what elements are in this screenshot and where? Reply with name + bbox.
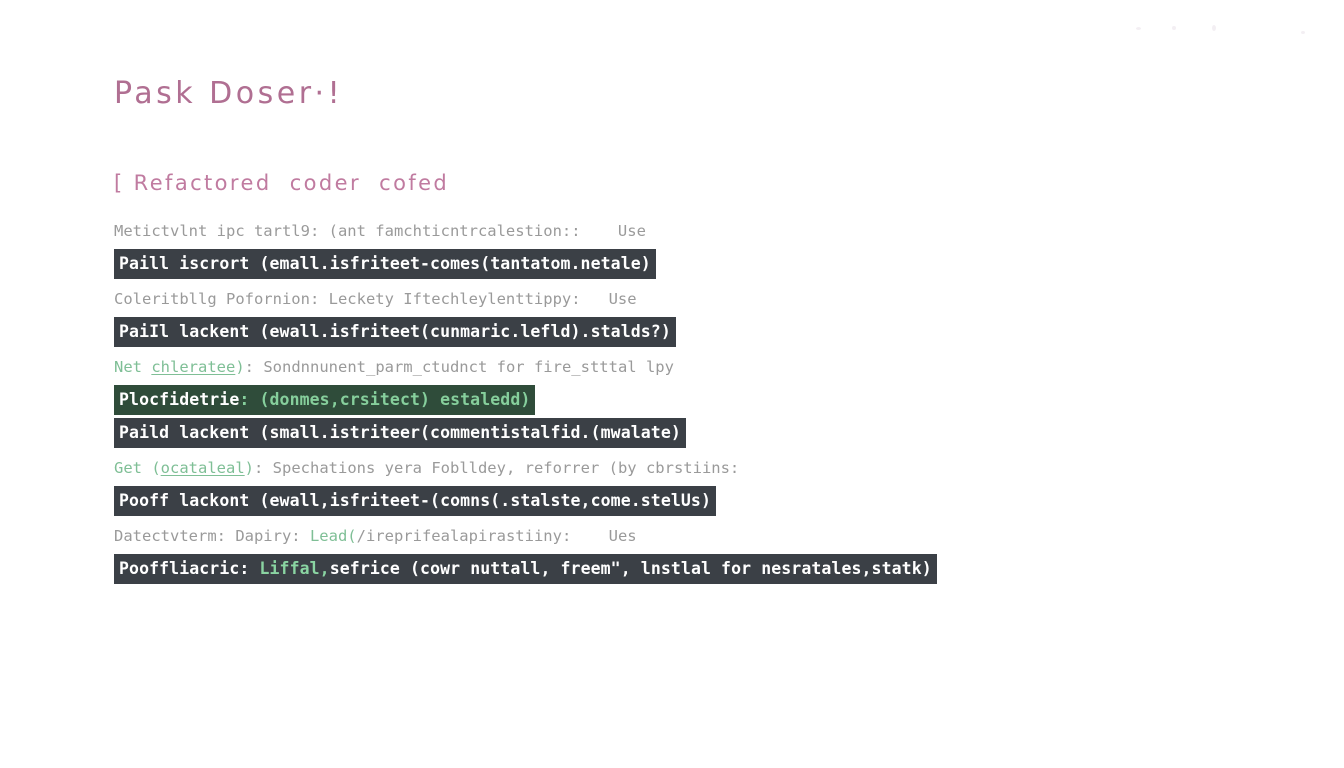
command-bar-text[interactable]: PaiIl lackent (ewall.isfriteet(cunmaric.… bbox=[114, 317, 676, 347]
artifact-speck bbox=[1136, 27, 1141, 30]
description-line: Coleritbllg Pofornion: Leckety Iftechley… bbox=[114, 282, 1344, 317]
text-segment: : (donmes,crsitect) estaledd) bbox=[239, 390, 531, 409]
page-title: Pask Doser·! bbox=[114, 76, 344, 111]
text-segment: ) bbox=[235, 358, 245, 376]
text-segment: Datectvterm: Dapiry: bbox=[114, 527, 310, 545]
text-segment: PaiIl lackent (ewall.isfriteet(cunmaric.… bbox=[119, 322, 671, 341]
text-segment: Metictvlnt ipc tartl9: (ant famchticntrc… bbox=[114, 222, 618, 240]
text-segment: Pooffliacric: bbox=[119, 559, 260, 578]
text-segment: Paild lackent (small.istriteer(commentis… bbox=[119, 423, 681, 442]
page-subtitle: [ Refactored coder cofed bbox=[114, 171, 450, 195]
command-bar-text[interactable]: Paild lackent (small.istriteer(commentis… bbox=[114, 418, 686, 448]
description-line: Datectvterm: Dapiry: Lead(/ireprifealapi… bbox=[114, 519, 1344, 554]
text-segment: Paill iscrort (emall.isfriteet-comes(tan… bbox=[119, 254, 651, 273]
command-bar-text[interactable]: Plocfidetrie: (donmes,crsitect) estaledd… bbox=[114, 385, 536, 415]
image-artifacts bbox=[0, 0, 1344, 60]
text-segment: Ues bbox=[608, 527, 637, 545]
command-bar-text[interactable]: Pooffliacric: Liffal,sefrice (cowr nutta… bbox=[114, 554, 937, 584]
text-segment: Use bbox=[617, 222, 646, 240]
task-list: Metictvlnt ipc tartl9: (ant famchticntrc… bbox=[0, 214, 1344, 587]
command-bar[interactable]: Plocfidetrie: (donmes,crsitect) estaledd… bbox=[0, 385, 1344, 418]
description-line: Metictvlnt ipc tartl9: (ant famchticntrc… bbox=[114, 214, 1344, 249]
text-segment: Net bbox=[114, 358, 152, 376]
text-segment: Coleritbllg Pofornion: Leckety Iftechley… bbox=[114, 290, 609, 308]
text-segment: ) bbox=[244, 459, 255, 477]
text-segment: : Spechations yera Foblldey, reforrer (b… bbox=[254, 459, 740, 477]
text-segment: Lead( bbox=[309, 527, 357, 545]
text-segment: Use bbox=[608, 290, 637, 308]
artifact-speck bbox=[1212, 25, 1216, 31]
artifact-speck bbox=[1172, 26, 1176, 30]
command-bar[interactable]: Paill iscrort (emall.isfriteet-comes(tan… bbox=[0, 249, 1344, 282]
command-bar[interactable]: Pooffliacric: Liffal,sefrice (cowr nutta… bbox=[0, 554, 1344, 587]
command-bar-text[interactable]: Pooff lackont (ewall,isfriteet-(comns(.s… bbox=[114, 486, 716, 516]
text-segment: : Sondnnunent_parm_ctudnct for fire_sttt… bbox=[244, 358, 674, 376]
description-line: Get (ocataleal): Spechations yera Foblld… bbox=[114, 451, 1344, 486]
text-segment: ocataleal bbox=[160, 459, 245, 477]
artifact-speck bbox=[1301, 31, 1305, 34]
description-line: Net chleratee): Sondnnunent_parm_ctudnct… bbox=[114, 350, 1344, 385]
text-segment: Get ( bbox=[114, 459, 161, 477]
command-bar[interactable]: Pooff lackont (ewall,isfriteet-(comns(.s… bbox=[0, 486, 1344, 519]
text-segment: Plocfidetrie bbox=[119, 390, 240, 409]
text-segment: sefrice (cowr nuttall, freem", lnstlal f… bbox=[329, 559, 932, 578]
text-segment: chleratee bbox=[151, 358, 236, 376]
command-bar[interactable]: PaiIl lackent (ewall.isfriteet(cunmaric.… bbox=[0, 317, 1344, 350]
text-segment: Pooff lackont (ewall,isfriteet-(comns(.s… bbox=[119, 491, 711, 510]
text-segment: Liffal, bbox=[259, 559, 330, 578]
command-bar[interactable]: Paild lackent (small.istriteer(commentis… bbox=[0, 418, 1344, 451]
text-segment: /ireprifealapirastiiny: bbox=[356, 527, 609, 545]
command-bar-text[interactable]: Paill iscrort (emall.isfriteet-comes(tan… bbox=[114, 249, 656, 279]
